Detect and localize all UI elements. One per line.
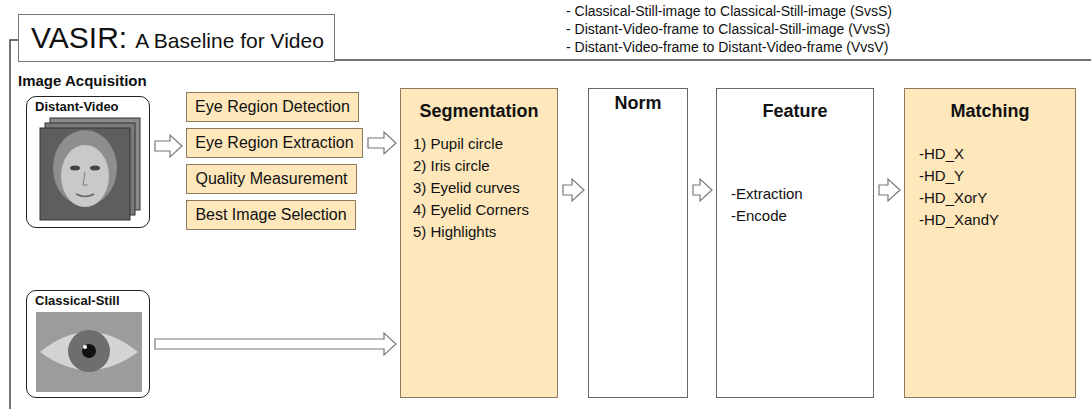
node-text: 2) Iris circle (401, 157, 557, 175)
block-arrow (693, 179, 712, 201)
process-box: Best Image Selection (186, 200, 356, 230)
node-text: A Baseline for Video (135, 28, 324, 53)
node-text: 1) Pupil circle (401, 135, 557, 153)
face-mouth (76, 194, 94, 197)
node-heading: Feature (717, 101, 873, 123)
block-arrow (155, 135, 182, 157)
eye-highlight (83, 345, 87, 349)
frame-line (334, 59, 1091, 61)
node-heading: Segmentation (401, 101, 557, 123)
node-text: -Extraction (717, 185, 873, 203)
node-text: -HD_XandY (905, 211, 1075, 229)
mode-note: - Distant-Video-frame to Distant-Video-f… (566, 39, 888, 55)
stage-box: Matching -HD_X -HD_Y -HD_XorY -HD_XandY (904, 88, 1076, 398)
node-heading: Matching (905, 101, 1075, 123)
node-heading: VASIR: (31, 20, 127, 56)
node-heading: Distant-Video (35, 99, 149, 115)
node-text: 4) Eyelid Corners (401, 201, 557, 219)
input-box: Classical-Still (26, 290, 150, 398)
eye-photo (36, 312, 142, 392)
face-hair (53, 130, 117, 206)
node-text: -HD_X (905, 145, 1075, 163)
title-box: VASIR: A Baseline for Video (18, 14, 335, 62)
node-text: 3) Eyelid curves (401, 179, 557, 197)
node-heading: Classical-Still (35, 293, 149, 309)
face-nose (83, 172, 88, 185)
node-text: 5) Highlights (401, 223, 557, 241)
node-heading: Best Image Selection (195, 205, 346, 224)
process-box: Quality Measurement (186, 164, 357, 194)
stage-box: Norm (588, 88, 688, 398)
node-text: -Encode (717, 207, 873, 225)
mode-note: - Distant-Video-frame to Classical-Still… (566, 21, 890, 37)
node-heading: Eye Region Extraction (195, 133, 353, 152)
eye-iris (68, 330, 110, 372)
process-box: Eye Region Extraction (186, 128, 363, 158)
stage-box: Segmentation 1) Pupil circle 2) Iris circl… (400, 88, 558, 398)
face (61, 145, 109, 207)
input-box: Distant-Video (26, 96, 150, 228)
node-heading: Quality Measurement (195, 169, 347, 188)
section-label: Image Acquisition (18, 72, 147, 89)
eye-pupil (82, 344, 96, 358)
face-eye (70, 166, 80, 171)
face-eye (90, 166, 100, 171)
node-text: -HD_XorY (905, 189, 1075, 207)
block-arrow (368, 132, 396, 154)
node-heading: Norm (589, 93, 687, 115)
node-heading: Eye Region Detection (195, 97, 350, 116)
block-arrow (879, 179, 900, 201)
node-text: -HD_Y (905, 167, 1075, 185)
block-arrow (563, 179, 584, 201)
video-frame (40, 128, 130, 220)
block-arrow (155, 333, 396, 355)
frame-line (10, 40, 18, 409)
process-box: Eye Region Detection (186, 92, 359, 122)
stage-box: Feature -Extraction -Encode (716, 88, 874, 398)
mode-note: - Classical-Still-image to Classical-Sti… (566, 3, 892, 19)
